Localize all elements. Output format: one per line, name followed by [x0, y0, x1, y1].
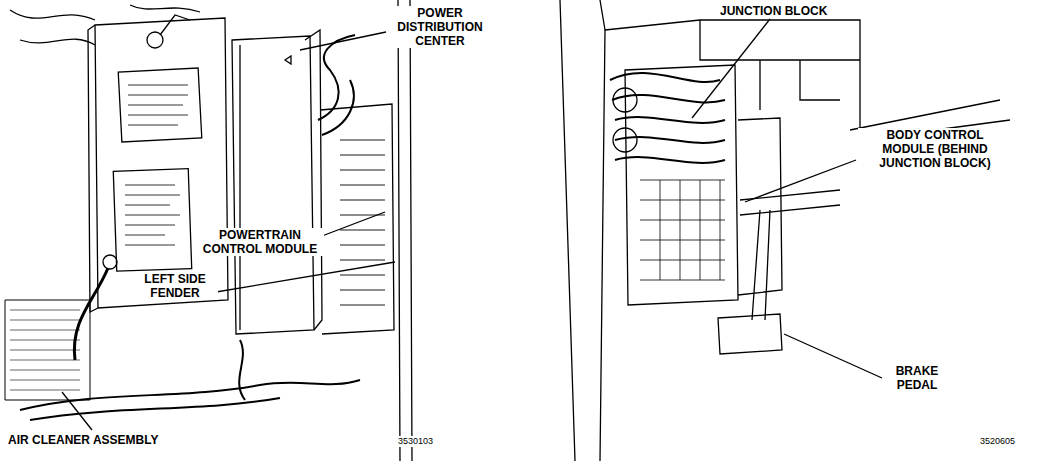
callout-label: LEFT SIDE FENDER	[132, 272, 218, 300]
figure-number: 3530103	[396, 436, 460, 447]
callout-label: POWER DISTRIBUTION CENTER	[388, 6, 492, 48]
callout-label: JUNCTION BLOCK	[718, 4, 862, 18]
figure-number: 3520605	[978, 436, 1034, 447]
callout-label: BODY CONTROL MODULE (BEHIND JUNCTION BLO…	[858, 128, 1012, 170]
callout-label: BRAKE PEDAL	[884, 364, 950, 392]
callout-label: POWERTRAIN CONTROL MODULE	[196, 228, 324, 256]
callout-label: AIR CLEANER ASSEMBLY	[6, 433, 240, 447]
